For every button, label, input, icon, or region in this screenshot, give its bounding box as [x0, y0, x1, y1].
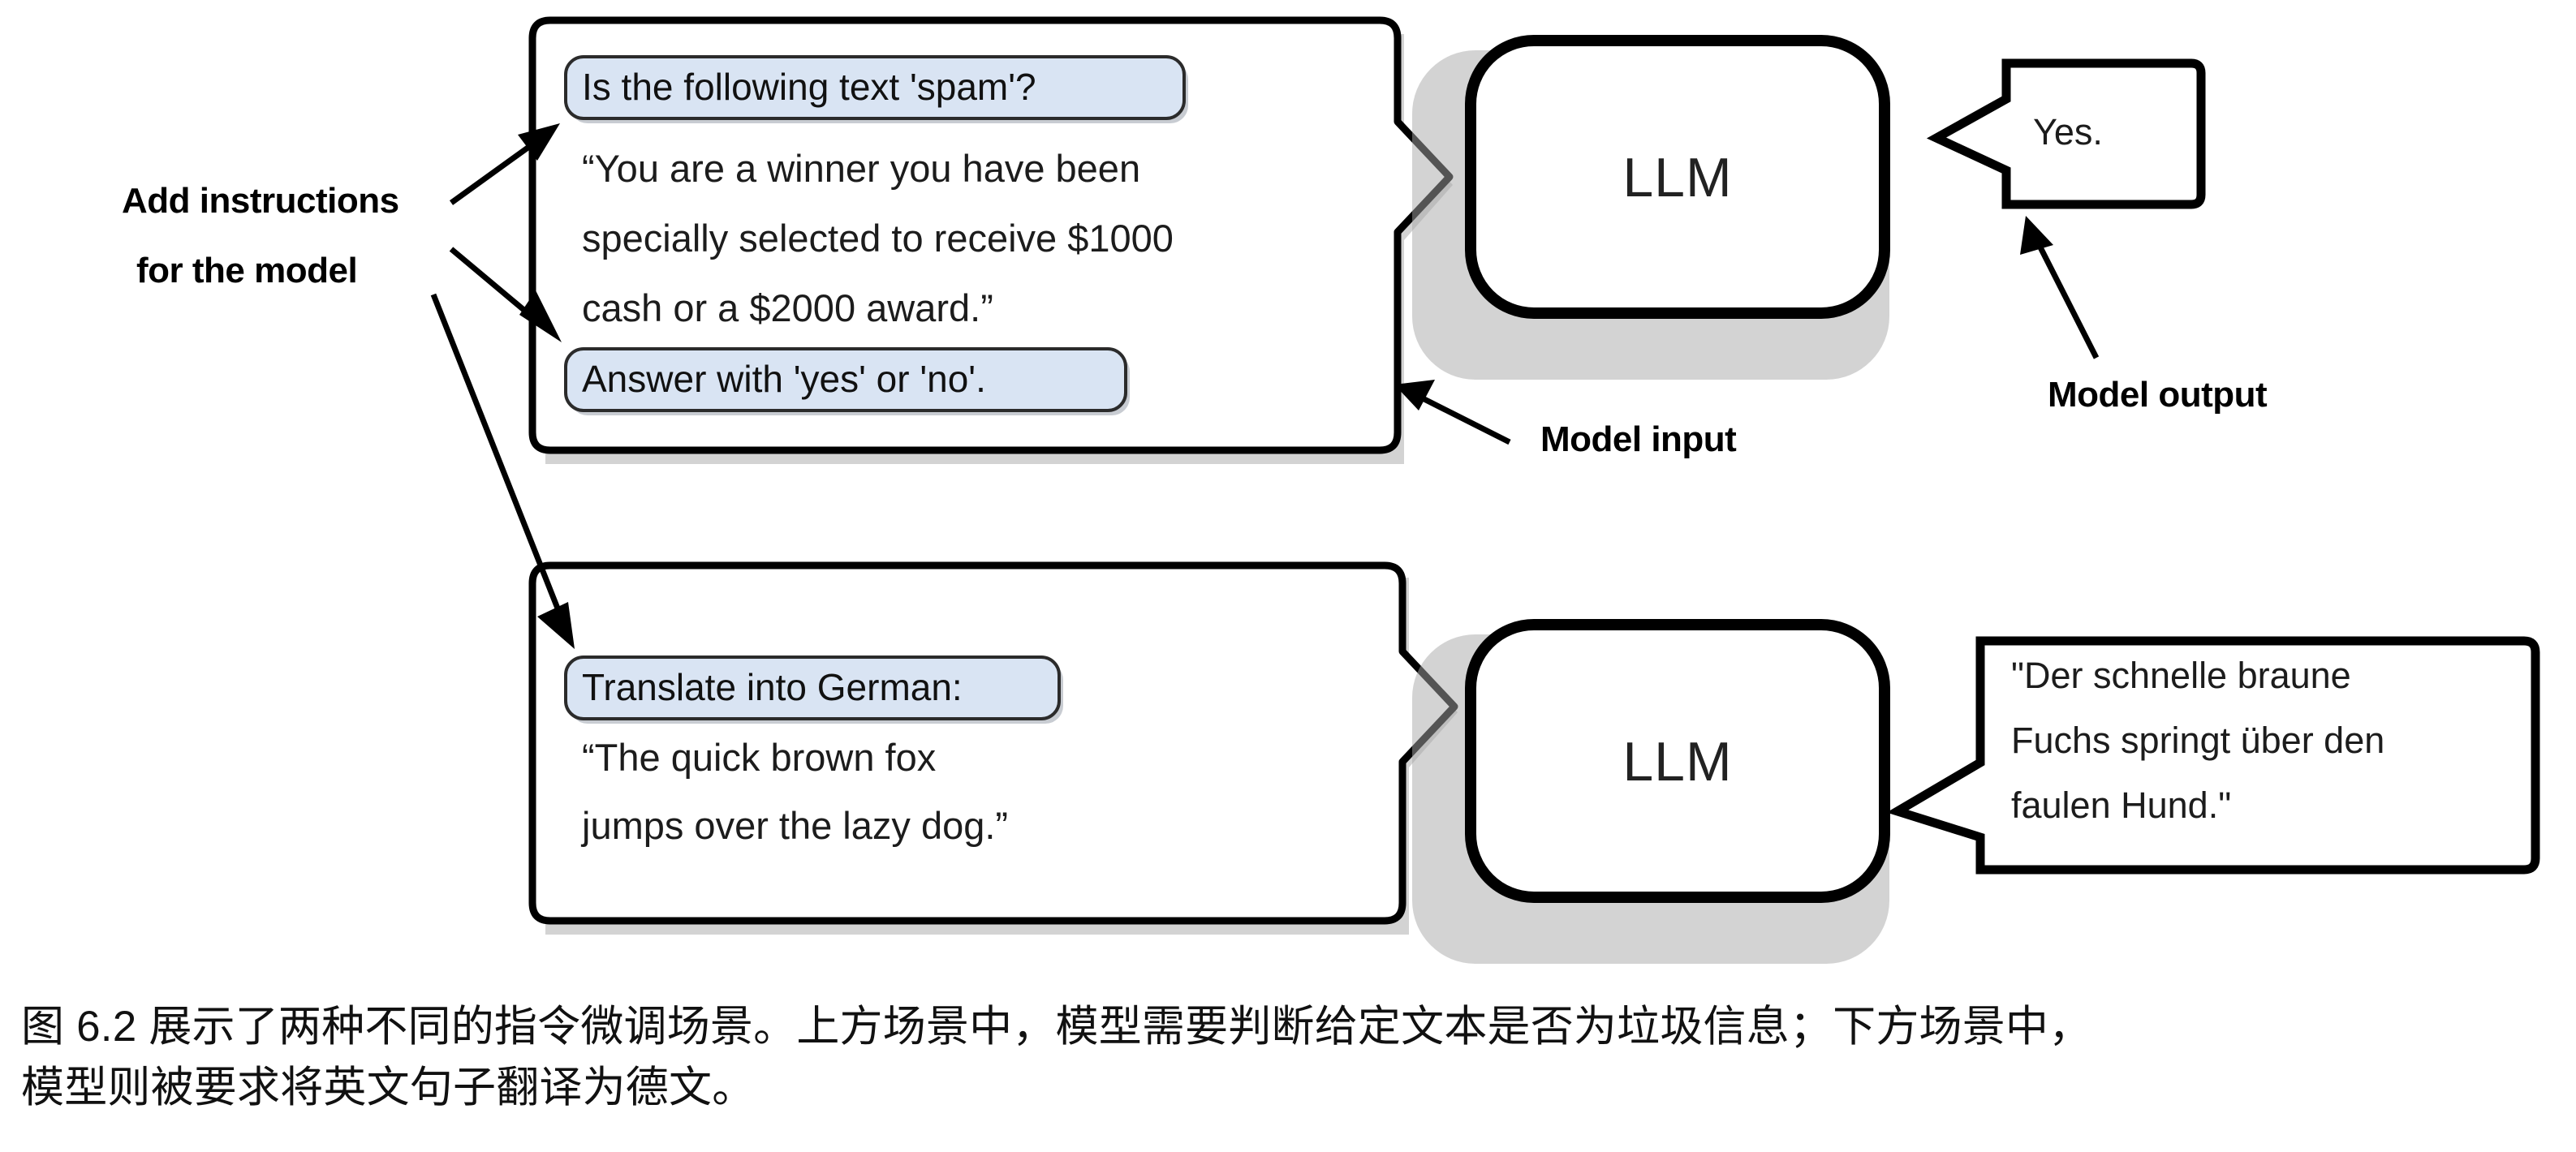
instruction-pill-1-top[interactable]: [564, 55, 1186, 120]
llm-box-1[interactable]: [1465, 35, 1890, 319]
output-bubble-2[interactable]: [1886, 636, 2540, 875]
caption-line-1: 图 6.2 展示了两种不同的指令微调场景。上方场景中，模型需要判断给定文本是否为…: [21, 1003, 2092, 1051]
output-bubble-2-line-1: "Der schnelle braune: [2011, 655, 2351, 696]
instruction-pill-1-bottom[interactable]: [564, 347, 1127, 412]
add-instructions-label-line-1: Add instructions: [122, 181, 399, 221]
input-body-1-line-2: specially selected to receive $1000: [582, 217, 1174, 260]
input-body-2-line-2: jumps over the lazy dog.”: [580, 804, 1008, 847]
output-bubble-1[interactable]: [1926, 58, 2206, 209]
arrow-add-instructions-to-pill-2: [449, 247, 562, 342]
input-box-2[interactable]: [528, 561, 1458, 925]
llm-box-2[interactable]: [1465, 619, 1890, 903]
input-box-1[interactable]: [528, 16, 1454, 454]
instruction-pill-2-top-label: Translate into German:: [582, 666, 963, 708]
output-bubble-2-line-3: faulen Hund.": [2011, 784, 2231, 826]
arrow-model-input: [1394, 380, 1511, 445]
instruction-pill-2-top[interactable]: [564, 656, 1061, 720]
input-body-1-line-3: cash or a $2000 award.”: [582, 286, 993, 329]
model-output-label: Model output: [2048, 375, 2268, 415]
arrow-add-instructions-to-pill-3: [430, 293, 575, 649]
arrow-model-output: [2020, 216, 2100, 359]
instruction-pill-1-top-label: Is the following text 'spam'?: [582, 66, 1036, 108]
instruction-pill-1-bottom-label: Answer with 'yes' or 'no'.: [582, 358, 986, 400]
input-body-1-line-1: “You are a winner you have been: [582, 147, 1140, 190]
output-bubble-1-line-1: Yes.: [2033, 111, 2103, 153]
output-bubble-2-line-2: Fuchs springt über den: [2011, 720, 2384, 761]
caption-line-2: 模型则被要求将英文句子翻译为德文。: [21, 1064, 756, 1112]
llm-box-1-label: LLM: [1622, 147, 1732, 208]
arrow-add-instructions-to-pill-1: [449, 123, 560, 205]
model-input-label: Model input: [1540, 419, 1737, 459]
input-body-2-line-1: “The quick brown fox: [582, 736, 936, 779]
llm-box-2-label: LLM: [1622, 731, 1732, 793]
figure-caption: 图 6.2 展示了两种不同的指令微调场景。上方场景中，模型需要判断给定文本是否为…: [21, 996, 2570, 1119]
add-instructions-label-line-2: for the model: [136, 251, 357, 290]
